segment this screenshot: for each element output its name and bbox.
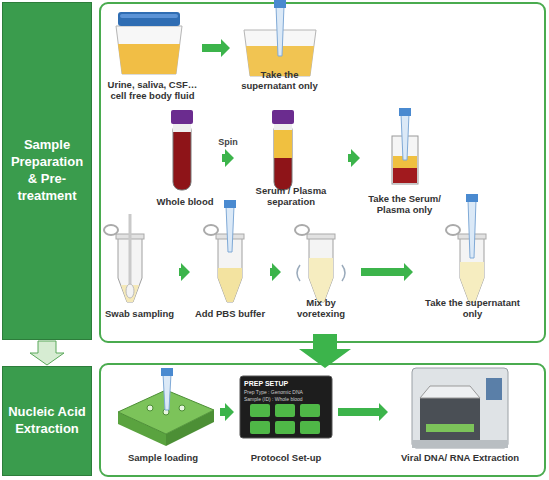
pipette-head — [466, 194, 478, 202]
flow-arrow — [30, 341, 64, 365]
screen-button — [275, 404, 295, 417]
process-step: Protocol Set-up — [236, 368, 336, 466]
blood-tube — [173, 122, 191, 190]
flow-arrow — [220, 403, 234, 421]
step-caption: Take the supernatant only — [417, 298, 528, 320]
screen-button — [250, 404, 270, 417]
process-step: Mix by voretexing — [283, 222, 359, 322]
screen-text: Prep Type : Genomic DNA — [244, 390, 303, 395]
panel-frame — [100, 364, 545, 476]
urine-liquid — [118, 44, 180, 74]
tube-liquid — [121, 285, 139, 302]
micro-tube — [309, 238, 333, 302]
instrument-display — [486, 378, 502, 400]
screen-text: Sample (ID) : Whole blood — [244, 397, 303, 402]
pipette-head — [161, 368, 173, 376]
pipette-head — [399, 108, 411, 116]
sample-cup — [116, 26, 182, 74]
tube-lid — [295, 225, 309, 235]
flow-arrow — [299, 334, 351, 368]
lid-highlight — [120, 14, 178, 18]
instrument-door — [420, 386, 480, 398]
stage-band: Nucleic Acid Extraction — [2, 366, 92, 476]
stage-band: Sample Preparation & Pre-treatment — [2, 2, 92, 340]
tube-liquid — [309, 258, 333, 302]
plasma-layer — [274, 130, 292, 158]
process-step: Viral DNA/ RNA Extraction — [390, 364, 530, 466]
flow-arrow — [179, 263, 190, 281]
tube-lid — [446, 225, 460, 235]
step-caption: Whole blood — [157, 197, 214, 208]
process-step: Whole blood — [150, 106, 220, 210]
screen-button — [250, 421, 270, 434]
cartridge-well — [147, 405, 153, 411]
screen-button — [300, 421, 320, 434]
swab-stick — [129, 214, 132, 288]
pipette-tip — [163, 374, 171, 410]
tube-lid — [104, 225, 118, 235]
step-caption: Take the Serum/ Plasma only — [364, 194, 445, 216]
motion-mark — [342, 265, 345, 281]
flow-arrow — [338, 403, 388, 421]
tube-lid — [204, 225, 218, 235]
step-caption: Swab sampling — [105, 309, 174, 320]
process-step: Swab sampling — [102, 222, 177, 322]
instrument-tray — [426, 424, 474, 432]
tube-cap — [171, 110, 193, 124]
flow-arrow — [202, 39, 230, 57]
pipette-tip — [226, 206, 234, 252]
step-caption: Urine, saliva, CSF… cell free body fluid — [107, 80, 198, 102]
process-step: Add PBS buffer — [192, 222, 268, 322]
panel-frame — [100, 3, 545, 342]
instrument-chamber — [420, 398, 480, 440]
pipette-tip — [401, 114, 409, 160]
cartridge-well — [179, 405, 185, 411]
step-caption: Protocol Set-up — [251, 453, 322, 464]
pipette-tip — [276, 6, 284, 56]
step-caption: Serum / Plasma separation — [238, 186, 344, 208]
touch-screen — [240, 376, 332, 438]
cup-lid — [118, 12, 180, 26]
process-step: Take the Serum/ Plasma only — [362, 106, 447, 218]
swab-tip — [126, 284, 134, 298]
step-caption: Take the supernatant only — [234, 70, 325, 92]
screen-text: PREP SETUP — [244, 380, 288, 387]
step-caption: Viral DNA/ RNA Extraction — [401, 453, 519, 464]
pipette-tip — [468, 200, 476, 258]
process-step: Urine, saliva, CSF… cell free body fluid — [105, 8, 200, 104]
stage-title: Nucleic Acid Extraction — [7, 404, 87, 438]
process-step: Serum / Plasma separation — [236, 106, 346, 210]
pipette-head — [274, 0, 286, 8]
blood-tube — [274, 122, 292, 190]
screen-button — [300, 404, 320, 417]
step-caption: Mix by voretexing — [285, 298, 357, 320]
flow-arrow — [270, 263, 281, 281]
tube-liquid — [218, 268, 242, 302]
process-step: Take the supernatant only — [415, 222, 530, 322]
tube-rim — [307, 234, 335, 239]
instrument-body — [412, 368, 508, 448]
tube-liquid — [460, 262, 484, 302]
instrument-base — [412, 440, 508, 448]
step-caption: Sample loading — [128, 453, 198, 464]
flow-arrow — [361, 263, 413, 281]
stage-title: Sample Preparation & Pre-treatment — [7, 137, 87, 205]
flow-arrow — [222, 149, 234, 167]
process-step: Take the supernatant only — [232, 8, 327, 94]
edge-label: Spin — [218, 138, 238, 147]
screen-button — [275, 421, 295, 434]
process-step: Sample loading — [108, 368, 218, 466]
step-caption: Add PBS buffer — [195, 309, 265, 320]
blood-layer — [393, 168, 417, 183]
tube-cap — [272, 110, 294, 124]
flow-arrow — [348, 149, 360, 167]
motion-mark — [297, 265, 300, 281]
pipette-head — [224, 200, 236, 208]
